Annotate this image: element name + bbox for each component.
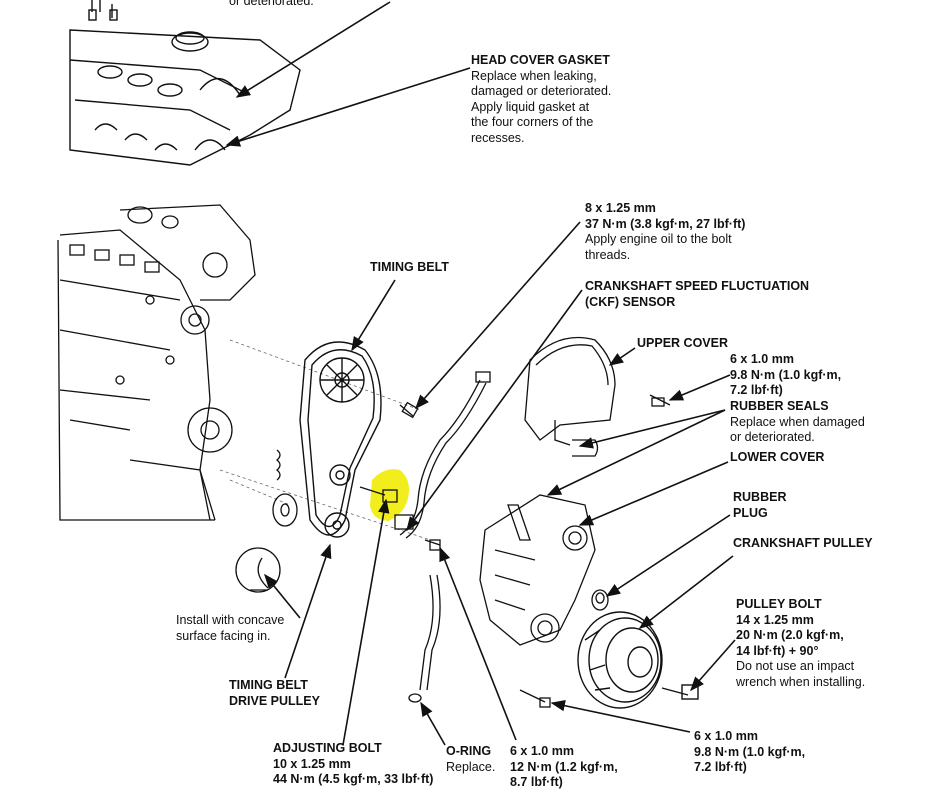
install-note-label: Install with concave surface facing in. — [176, 613, 284, 644]
crankshaft-pulley-label: CRANKSHAFT PULLEY — [733, 536, 873, 552]
rubber-plug-title: RUBBER — [733, 490, 787, 504]
drive-pulley-title: TIMING BELT — [229, 678, 308, 692]
o-ring-label: O-RING Replace. — [446, 744, 495, 775]
timing-belt-drawing — [299, 341, 382, 538]
rubber-seals-label: RUBBER SEALS Replace when damaged or det… — [730, 399, 865, 446]
alignment-lines — [219, 339, 431, 541]
rubber-plug-drawing — [591, 589, 609, 611]
bolt-6mm-bottom-line: 6 x 1.0 mm — [694, 729, 758, 743]
pulley-bolt-note: wrench when installing. — [736, 674, 866, 689]
bolt-8mm-label: 8 x 1.25 mm 37 N·m (3.8 kgf·m, 27 lbf·ft… — [585, 201, 745, 263]
top-fragment-label: or deteriorated. — [229, 0, 314, 10]
adjusting-bolt-title: ADJUSTING BOLT — [273, 741, 382, 755]
lower-cover-drawing — [479, 494, 596, 646]
adjusting-bolt-highlight — [370, 469, 409, 521]
bolt-8mm-note: Apply engine oil to the bolt — [585, 232, 732, 246]
ckf-sensor-label: CRANKSHAFT SPEED FLUCTUATION (CKF) SENSO… — [585, 279, 809, 310]
upper-cover-title: UPPER COVER — [637, 336, 728, 350]
rubber-plug-label: RUBBER PLUG — [733, 490, 786, 521]
leader-lines — [225, 1, 736, 746]
head-cover-drawing — [69, 0, 301, 166]
ckf-sensor-drawing — [394, 371, 491, 551]
dipstick-tube-drawing — [408, 574, 551, 708]
adjusting-bolt-line: 44 N·m (4.5 kgf·m, 33 lbf·ft) — [273, 772, 434, 786]
crankshaft-pulley-drawing — [577, 611, 699, 709]
bolt-6mm-top-line: 6 x 1.0 mm — [730, 352, 794, 366]
head-cover-gasket-line: recesses. — [471, 130, 525, 145]
rubber-seals-title: RUBBER SEALS — [730, 399, 829, 413]
pulley-bolt-line: PULLEY BOLT — [736, 597, 822, 611]
upper-cover-drawing — [524, 336, 671, 446]
head-cover-gasket-title: HEAD COVER GASKET — [471, 53, 610, 67]
head-cover-gasket-line: Apply liquid gasket at — [471, 99, 590, 114]
bolt-6mm-bottom-line: 9.8 N·m (1.0 kgf·m, — [694, 744, 806, 759]
bolt-6mm-bottom-label: 6 x 1.0 mm 9.8 N·m (1.0 kgf·m, 7.2 lbf·f… — [694, 729, 805, 776]
crankshaft-pulley-title: CRANKSHAFT PULLEY — [733, 536, 873, 550]
bolt-8mm-torque: 37 N·m (3.8 kgf·m, 27 lbf·ft) — [585, 216, 746, 231]
pulley-bolt-line: 14 x 1.25 mm — [736, 612, 814, 627]
top-fragment-text: or deteriorated. — [229, 0, 314, 8]
timing-belt-title: TIMING BELT — [370, 260, 449, 274]
drive-pulley-title: DRIVE PULLEY — [229, 693, 320, 708]
bolt-6mm-mid-line: 12 N·m (1.2 kgf·m, — [510, 759, 618, 774]
bolt-6mm-mid-line: 6 x 1.0 mm — [510, 744, 574, 758]
rubber-seal-drawing — [507, 439, 599, 541]
drive-pulley-drawing — [235, 449, 298, 593]
bolt-8mm-size: 8 x 1.25 mm — [585, 201, 656, 215]
head-cover-gasket-line: Replace when leaking, — [471, 68, 597, 83]
bolt-6mm-mid-line: 8.7 lbf·ft) — [510, 775, 563, 789]
adjusting-bolt-label: ADJUSTING BOLT 10 x 1.25 mm 44 N·m (4.5 … — [273, 741, 433, 788]
o-ring-line: Replace. — [446, 759, 496, 774]
head-cover-gasket-label: HEAD COVER GASKET Replace when leaking, … — [471, 53, 611, 146]
pulley-bolt-label: PULLEY BOLT 14 x 1.25 mm 20 N·m (2.0 kgf… — [736, 597, 865, 690]
rubber-seals-line: or deteriorated. — [730, 430, 815, 444]
bolt-6mm-top-line: 7.2 lbf·ft) — [730, 383, 783, 397]
head-cover-gasket-line: the four corners of the — [471, 115, 594, 129]
head-cover-gasket-line: damaged or deteriorated. — [471, 84, 612, 98]
pulley-bolt-line: 20 N·m (2.0 kgf·m, — [736, 628, 844, 642]
ckf-sensor-title: (CKF) SENSOR — [585, 294, 676, 309]
o-ring-title: O-RING — [446, 744, 492, 758]
bolt-6mm-top-label: 6 x 1.0 mm 9.8 N·m (1.0 kgf·m, 7.2 lbf·f… — [730, 352, 841, 399]
timing-belt-label: TIMING BELT — [370, 260, 449, 276]
install-note-line: Install with concave — [176, 613, 285, 627]
install-note-line: surface facing in. — [176, 628, 271, 643]
bolt-6mm-bottom-line: 7.2 lbf·ft) — [694, 760, 747, 774]
upper-cover-label: UPPER COVER — [637, 336, 728, 352]
engine-block-drawing — [57, 204, 256, 521]
pulley-bolt-note: Do not use an impact — [736, 659, 855, 673]
rubber-seals-line: Replace when damaged — [730, 414, 865, 429]
bolt-8mm-note: threads. — [585, 247, 631, 262]
lower-cover-title: LOWER COVER — [730, 450, 825, 464]
adjusting-bolt-drawing — [359, 401, 419, 503]
adjusting-bolt-line: 10 x 1.25 mm — [273, 756, 351, 771]
bolt-6mm-top-line: 9.8 N·m (1.0 kgf·m, — [730, 367, 842, 382]
pulley-bolt-line: 14 lbf·ft) + 90° — [736, 643, 819, 658]
ckf-sensor-title: CRANKSHAFT SPEED FLUCTUATION — [585, 279, 810, 293]
rubber-plug-title: PLUG — [733, 505, 768, 520]
lower-cover-label: LOWER COVER — [730, 450, 824, 466]
bolt-6mm-mid-label: 6 x 1.0 mm 12 N·m (1.2 kgf·m, 8.7 lbf·ft… — [510, 744, 618, 791]
drive-pulley-label: TIMING BELT DRIVE PULLEY — [229, 678, 320, 709]
